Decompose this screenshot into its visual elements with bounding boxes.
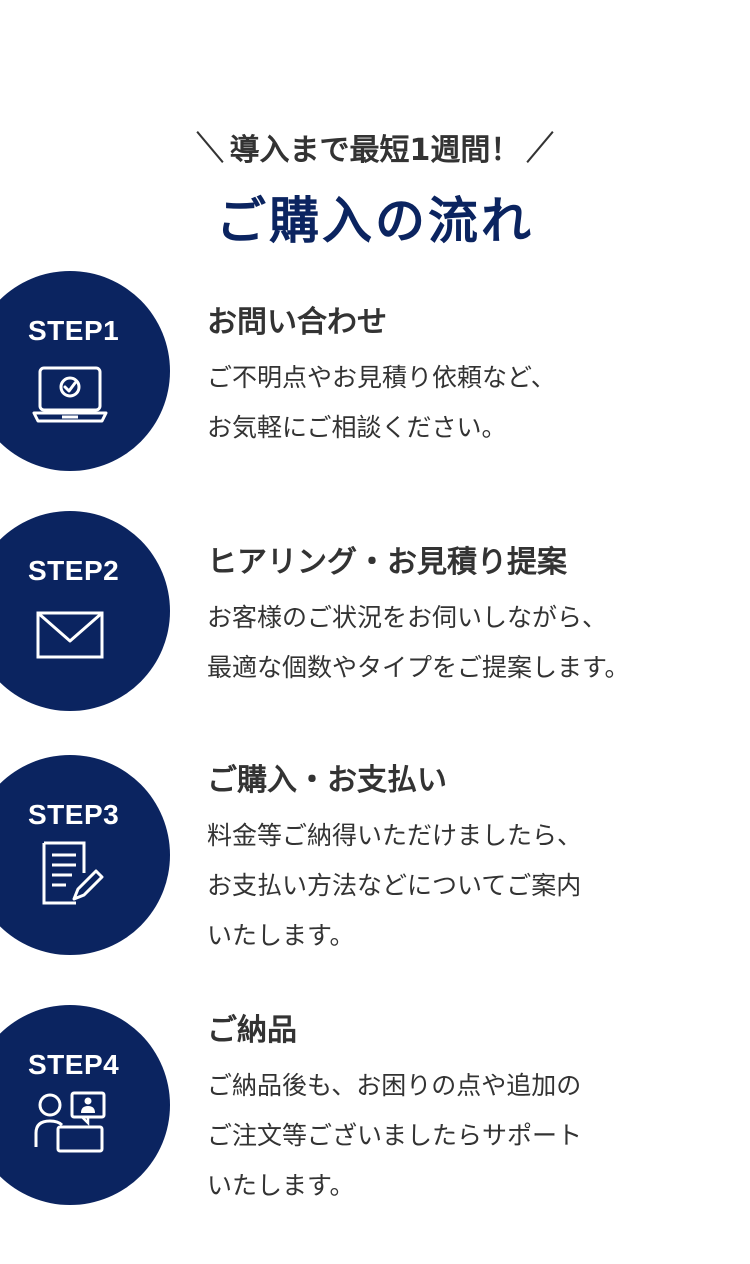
document-pen-icon bbox=[42, 841, 104, 905]
step-4-line-3: いたします。 bbox=[207, 1171, 355, 1200]
step-4-title: ご納品 bbox=[207, 1013, 297, 1048]
tagline-text: 導入まで最短1週間！ bbox=[229, 133, 521, 168]
left-slash-decoration bbox=[196, 131, 224, 163]
step-4-description: ご納品後も、お困りの点や追加の ご注文等ございましたらサポート いたします。 bbox=[207, 1061, 582, 1211]
step-2-circle: STEP2 bbox=[0, 511, 170, 711]
section-header: 導入まで最短1週間！ ご購入の流れ bbox=[0, 125, 750, 253]
step-2-description: お客様のご状況をお伺いしながら、 最適な個数やタイプをご提案します。 bbox=[207, 593, 630, 693]
step-2-label: STEP2 bbox=[28, 555, 120, 586]
step-1-circle: STEP1 bbox=[0, 271, 170, 471]
step-3-line-3: いたします。 bbox=[207, 921, 355, 950]
step-3-label: STEP3 bbox=[28, 799, 120, 830]
step-1-line-1: ご不明点やお見積り依頼など、 bbox=[207, 363, 556, 392]
step-1-label: STEP1 bbox=[28, 315, 120, 346]
step-1-line-2: お気軽にご相談ください。 bbox=[207, 413, 507, 442]
laptop-check-icon bbox=[32, 366, 108, 423]
step-2-line-2: 最適な個数やタイプをご提案します。 bbox=[207, 653, 630, 682]
step-3-description: 料金等ご納得いただけましたら、 お支払い方法などについてご案内 いたします。 bbox=[207, 811, 582, 961]
step-3-line-1: 料金等ご納得いただけましたら、 bbox=[207, 821, 583, 850]
step-4-label: STEP4 bbox=[28, 1049, 120, 1080]
step-3-title: ご購入・お支払い bbox=[207, 763, 447, 798]
user-support-icon bbox=[34, 1091, 106, 1153]
step-4-line-2: ご注文等ございましたらサポート bbox=[207, 1121, 583, 1150]
page-title: ご購入の流れ bbox=[216, 192, 534, 250]
envelope-icon bbox=[36, 611, 104, 659]
step-4-line-1: ご納品後も、お困りの点や追加の bbox=[207, 1071, 582, 1100]
step-3-circle: STEP3 bbox=[0, 755, 170, 955]
step-2-line-1: お客様のご状況をお伺いしながら、 bbox=[207, 603, 608, 632]
step-4-circle: STEP4 bbox=[0, 1005, 170, 1205]
step-2-title: ヒアリング・お見積り提案 bbox=[207, 545, 567, 580]
tagline: 導入まで最短1週間！ bbox=[0, 125, 750, 169]
right-slash-decoration bbox=[526, 131, 554, 163]
step-1-title: お問い合わせ bbox=[207, 305, 387, 340]
step-3-line-2: お支払い方法などについてご案内 bbox=[207, 871, 582, 900]
step-1-description: ご不明点やお見積り依頼など、 お気軽にご相談ください。 bbox=[207, 353, 556, 453]
